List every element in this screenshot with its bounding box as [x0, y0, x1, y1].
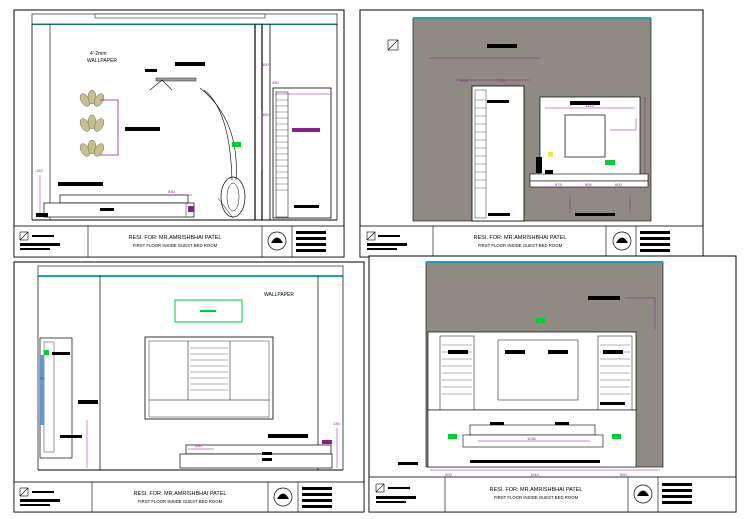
svg-text:600: 600	[615, 182, 622, 187]
panel-4-wardrobe-wall-elevation: 1030 1510 500 500	[368, 255, 737, 513]
sheet-title-1: RESI. FOR: MR.AMRISHBHAI PATEL	[128, 235, 221, 241]
title-block-4: RESI. FOR: MR.AMRISHBHAI PATEL FIRST FLO…	[368, 476, 737, 513]
sheet-subtitle-4: FIRST FLOOR INSIDE GUEST BED ROOM	[494, 495, 579, 500]
svg-text:450: 450	[272, 80, 279, 85]
dim-770: 770	[498, 78, 505, 83]
panel-3-wardrobe-elevation: WALLPAPER F5 550 130	[13, 261, 365, 513]
wallpaper-dim-label: 4'-2mm	[90, 51, 107, 57]
svg-text:132: 132	[36, 168, 43, 173]
panel-2-tv-wall-elevation: 815 770 1510 575	[359, 9, 704, 258]
svg-text:F5: F5	[40, 376, 45, 381]
dim-1510: 1510	[585, 103, 595, 108]
svg-text:575: 575	[555, 182, 562, 187]
svg-text:380: 380	[262, 112, 269, 117]
dim-1510-b: 1510	[530, 472, 540, 477]
dim-bed-width: 530	[168, 189, 175, 194]
sheet-title-3: RESI. FOR: MR.AMRISHBHAI PATEL	[133, 491, 226, 497]
title-block-2: RESI. FOR: MR.AMRISHBHAI PATEL FIRST FLO…	[359, 225, 704, 258]
svg-text:500: 500	[445, 472, 452, 477]
sheet-subtitle-3: FIRST FLOOR INSIDE GUEST BED ROOM	[138, 499, 223, 504]
panel-1-bedroom-elevation: 4'-2mm WALLPAPER	[13, 9, 345, 258]
svg-text:100: 100	[262, 62, 269, 67]
sheet-title-2: RESI. FOR: MR.AMRISHBHAI PATEL	[473, 235, 566, 241]
sheet-title-4: RESI. FOR: MR.AMRISHBHAI PATEL	[489, 487, 582, 493]
dim-130: 130	[333, 421, 340, 426]
leaf-decor-icon	[79, 89, 105, 157]
dim-1030: 1030	[527, 436, 537, 441]
wallpaper-label: WALLPAPER	[87, 58, 117, 64]
svg-text:500: 500	[585, 182, 592, 187]
title-block-3: RESI. FOR: MR.AMRISHBHAI PATEL FIRST FLO…	[13, 481, 365, 513]
wallpaper-label-3: WALLPAPER	[264, 292, 294, 298]
sheet-subtitle-2: FIRST FLOOR INSIDE GUEST BED ROOM	[478, 243, 563, 248]
svg-text:500: 500	[620, 472, 627, 477]
dim-815: 815	[460, 78, 467, 83]
sheet-subtitle-1: FIRST FLOOR INSIDE GUEST BED ROOM	[133, 243, 218, 248]
dim-550: 550	[195, 443, 202, 448]
title-block-1: RESI. FOR: MR.AMRISHBHAI PATEL FIRST FLO…	[13, 225, 345, 258]
